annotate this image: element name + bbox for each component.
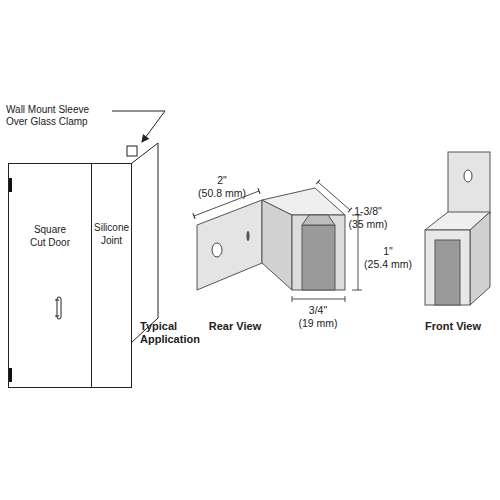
dimension: (35 mm) xyxy=(348,218,387,231)
fixed-panel: Silicone Joint xyxy=(92,163,132,388)
dimension: (19 mm) xyxy=(298,317,337,330)
leader-arrow xyxy=(112,111,165,142)
callout-note: Wall Mount Sleeve Over Glass Clamp xyxy=(6,104,111,128)
dimension: 1-3/8" xyxy=(354,205,382,218)
panel-label: Silicone Joint xyxy=(93,222,131,247)
view-title: Front View xyxy=(425,320,481,333)
dimension: 3/4" xyxy=(309,304,327,317)
dimension: (25.4 mm) xyxy=(364,258,412,271)
dimension: 2" xyxy=(217,174,227,187)
rear-view-bracket xyxy=(197,188,345,290)
view-title: Rear View xyxy=(209,320,261,333)
front-view-bracket xyxy=(425,152,490,305)
dimension: 1" xyxy=(383,245,393,258)
panel-label: Square Cut Door xyxy=(29,224,71,249)
caption-label: Typical Application xyxy=(140,320,210,346)
dimension: (50.8 mm) xyxy=(198,187,246,200)
dimension-lines xyxy=(194,182,362,302)
clamp xyxy=(127,146,137,156)
door-panel: Square Cut Door xyxy=(8,163,92,388)
return-panel xyxy=(132,143,158,342)
